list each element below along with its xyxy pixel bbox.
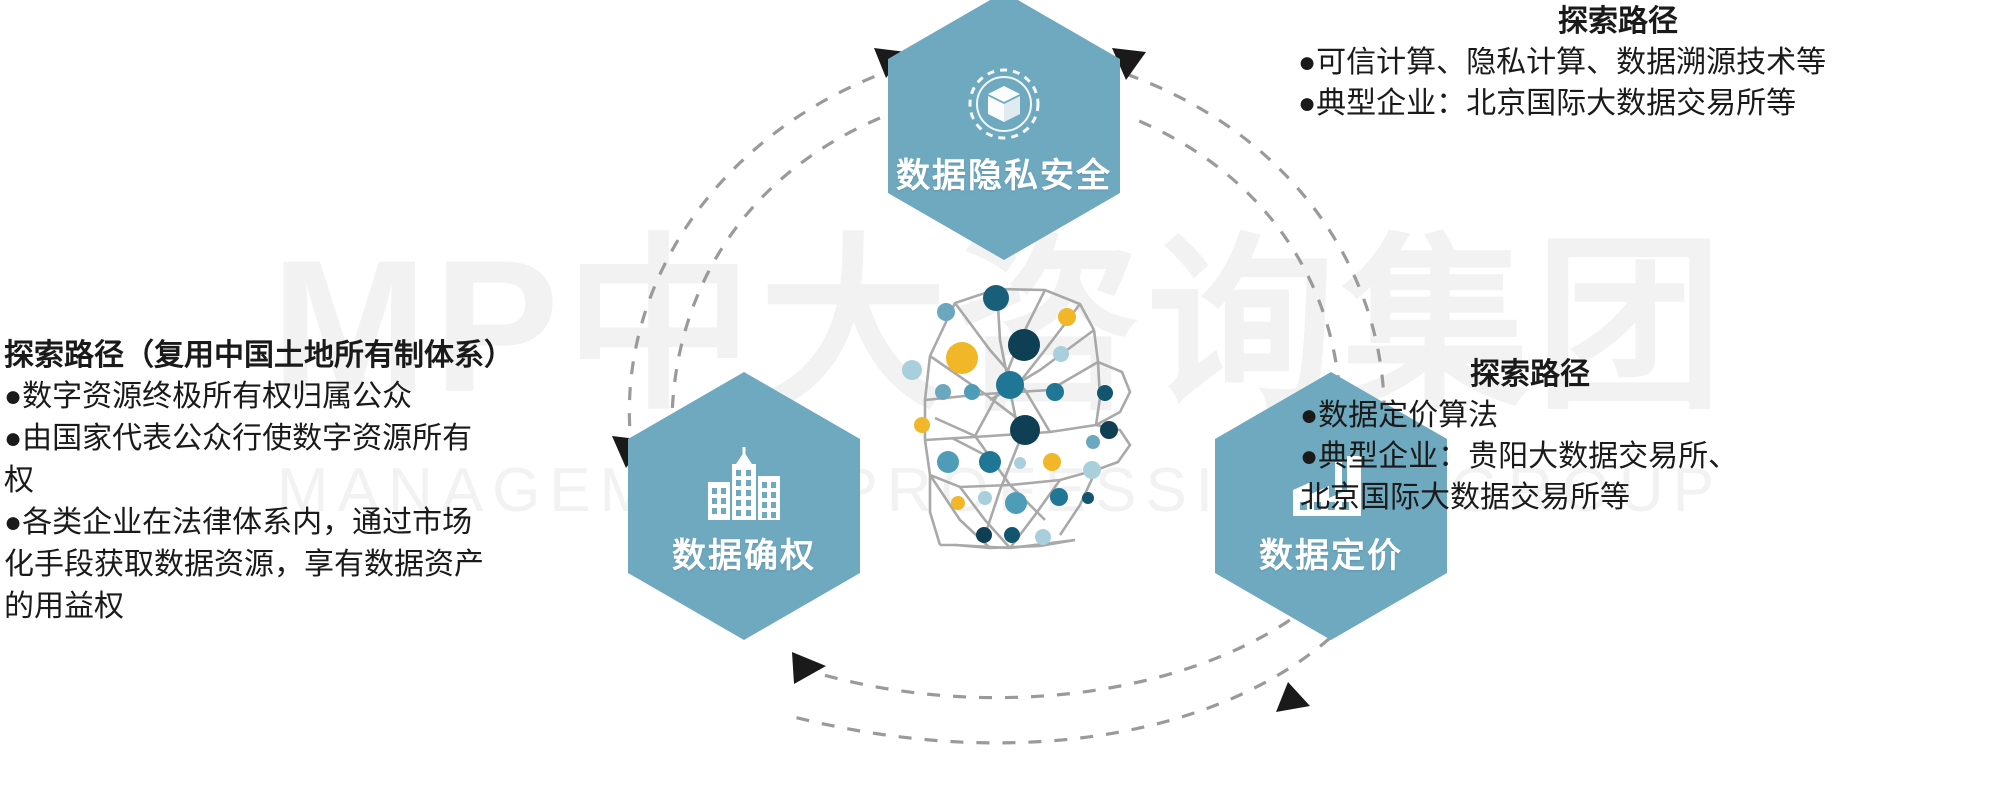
note-rights-line-2: ●由国家代表公众行使数字资源所有 [4, 422, 473, 455]
note-rights-line-4: ●各类企业在法律体系内，通过市场 [4, 506, 473, 539]
note-rights-line-6: 的用益权 [4, 590, 124, 623]
arc-privacy-to-rights [670, 116, 881, 441]
arc-privacy-to-pricing [1125, 72, 1386, 453]
hex-label-pricing: 数据定价 [1259, 538, 1403, 575]
note-rights-line-1: ●数字资源终极所有权归属公众 [4, 380, 413, 413]
hex-label-rights: 数据确权 [672, 538, 816, 575]
brain-nodes [902, 285, 1118, 545]
arc-rights-to-privacy [627, 70, 887, 453]
arc-rights-to-pricing [799, 618, 1291, 700]
hex-label-privacy: 数据隐私安全 [896, 158, 1112, 195]
hex-node-rights[interactable]: 数据确权 [628, 372, 860, 640]
note-pricing-title: 探索路径 [1470, 358, 1590, 391]
note-pricing-line-3: 北京国际大数据交易所等 [1300, 481, 1630, 514]
note-pricing-line-2: ●典型企业：贵阳大数据交易所、 [1300, 440, 1739, 473]
note-rights: 探索路径（复用中国土地所有制体系） ●数字资源终极所有权归属公众 ●由国家代表公… [4, 336, 584, 628]
note-pricing-line-1: ●数据定价算法 [1300, 399, 1499, 432]
factory-icon [1283, 436, 1379, 532]
note-rights-line-3: 权 [4, 464, 34, 497]
note-rights-title: 探索路径（复用中国土地所有制体系） [4, 339, 514, 372]
arrowhead-pricing-to-rights [1276, 682, 1310, 712]
note-pricing: 探索路径 ●数据定价算法 ●典型企业：贵阳大数据交易所、 北京国际大数据交易所等 [1300, 355, 2000, 518]
cube-security-icon [956, 56, 1052, 152]
note-privacy-title: 探索路径 [1558, 5, 1678, 38]
note-rights-line-5: 化手段获取数据资源，享有数据资产 [4, 548, 484, 581]
note-privacy: 探索路径 ●可信计算、隐私计算、数据溯源技术等 ●典型企业：北京国际大数据交易所… [1298, 2, 1998, 124]
note-privacy-line-2: ●典型企业：北京国际大数据交易所等 [1298, 87, 1797, 120]
arc-pricing-to-rights [789, 636, 1332, 745]
arrowhead-rights-to-pricing [792, 652, 826, 684]
arrowhead-into-privacy-right [1112, 48, 1146, 80]
city-buildings-icon [696, 436, 792, 532]
note-privacy-line-1: ●可信计算、隐私计算、数据溯源技术等 [1298, 46, 1827, 79]
